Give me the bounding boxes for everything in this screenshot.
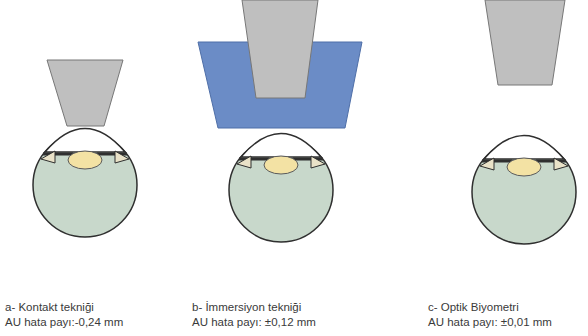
caption-text: AU hata payı: ±0,01 mm [428,315,552,329]
eye [33,129,137,238]
probe [485,0,565,85]
eye [229,134,333,243]
caption-text: b- İmmersiyon tekniği [192,300,301,314]
eye [472,136,576,245]
caption-text: a- Kontakt tekniği [5,300,94,314]
caption-text: AU hata payı: ±0,12 mm [192,315,316,329]
caption-text: AU hata payı:-0,24 mm [5,315,123,329]
probe [242,0,318,98]
caption-text: c- Optik Biyometri [428,300,519,314]
probe [47,60,123,126]
